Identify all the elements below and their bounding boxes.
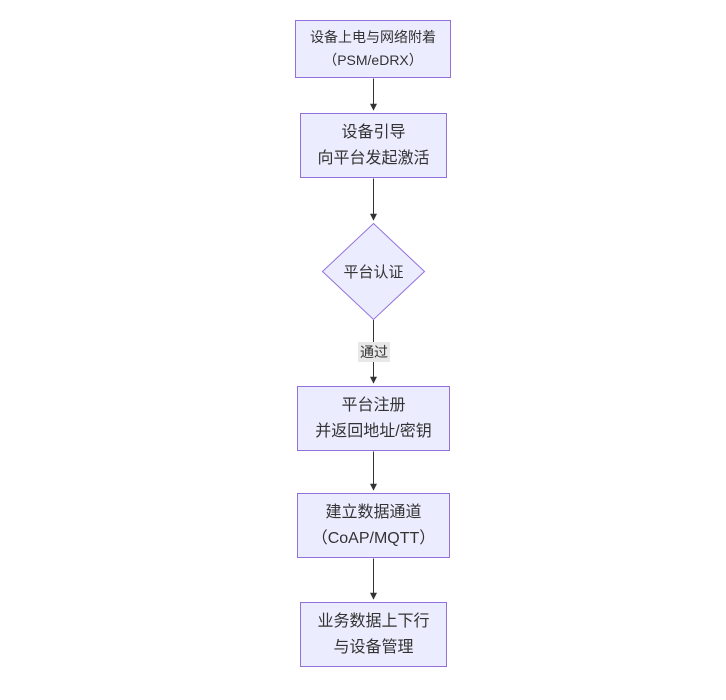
node-label-line: 业务数据上下行 bbox=[317, 612, 430, 630]
node-label-line: 平台认证 bbox=[343, 264, 404, 281]
node-label-line: （CoAP/MQTT） bbox=[311, 529, 436, 547]
node-label-line: 平台注册 bbox=[341, 396, 406, 414]
node-label-line: 建立数据通道 bbox=[325, 503, 422, 521]
node-data-channel: 建立数据通道 （CoAP/MQTT） bbox=[297, 493, 450, 558]
node-power-attach: 设备上电与网络附着 （PSM/eDRX） bbox=[295, 20, 451, 78]
diamond-shape bbox=[321, 222, 426, 321]
node-label-line: 设备上电与网络附着 bbox=[310, 29, 436, 45]
node-label-line: 向平台发起激活 bbox=[317, 149, 430, 167]
node-platform-auth-decision: 平台认证 bbox=[321, 222, 426, 321]
edge-label-pass: 通过 bbox=[358, 342, 390, 362]
node-label-line: 并返回地址/密钥 bbox=[315, 422, 432, 440]
node-label-line: 设备引导 bbox=[341, 123, 406, 141]
node-bootstrap: 设备引导 向平台发起激活 bbox=[300, 113, 447, 178]
node-platform-register: 平台注册 并返回地址/密钥 bbox=[297, 386, 450, 451]
node-business-data: 业务数据上下行 与设备管理 bbox=[300, 602, 447, 667]
node-label-line: 与设备管理 bbox=[333, 638, 414, 656]
node-label-line: （PSM/eDRX） bbox=[323, 52, 423, 68]
